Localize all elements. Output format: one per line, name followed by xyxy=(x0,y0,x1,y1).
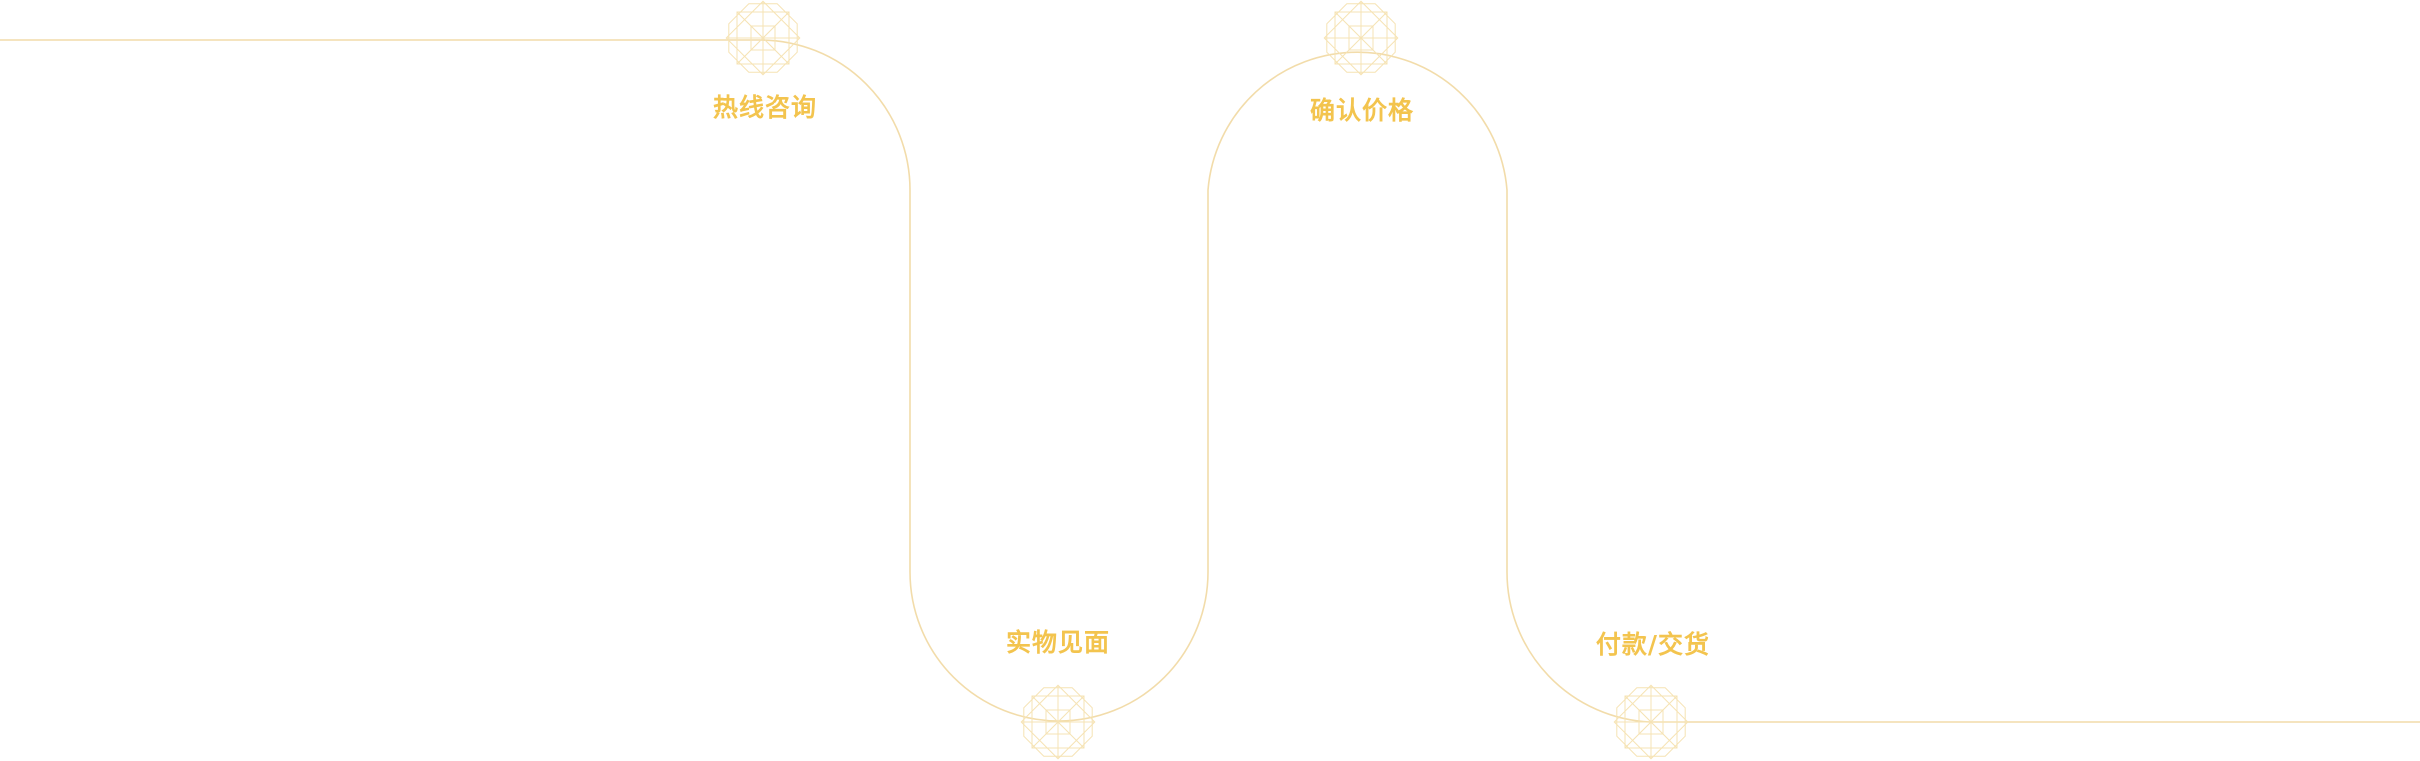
geometric-octagon-icon xyxy=(725,0,801,76)
step-label-payment-delivery: 付款/交货 xyxy=(1595,630,1711,659)
step-node-2 xyxy=(1020,684,1096,760)
geometric-octagon-icon xyxy=(1323,0,1399,76)
geometric-octagon-icon xyxy=(1020,684,1096,760)
flow-path-line xyxy=(0,39,2420,723)
step-node-1 xyxy=(725,0,801,76)
step-node-3 xyxy=(1323,0,1399,76)
geometric-octagon-icon xyxy=(1613,684,1689,760)
step-label-meet-in-person: 实物见面 xyxy=(1005,628,1111,657)
step-node-4 xyxy=(1613,684,1689,760)
step-label-confirm-price: 确认价格 xyxy=(1309,96,1415,125)
step-label-hotline: 热线咨询 xyxy=(712,93,818,122)
